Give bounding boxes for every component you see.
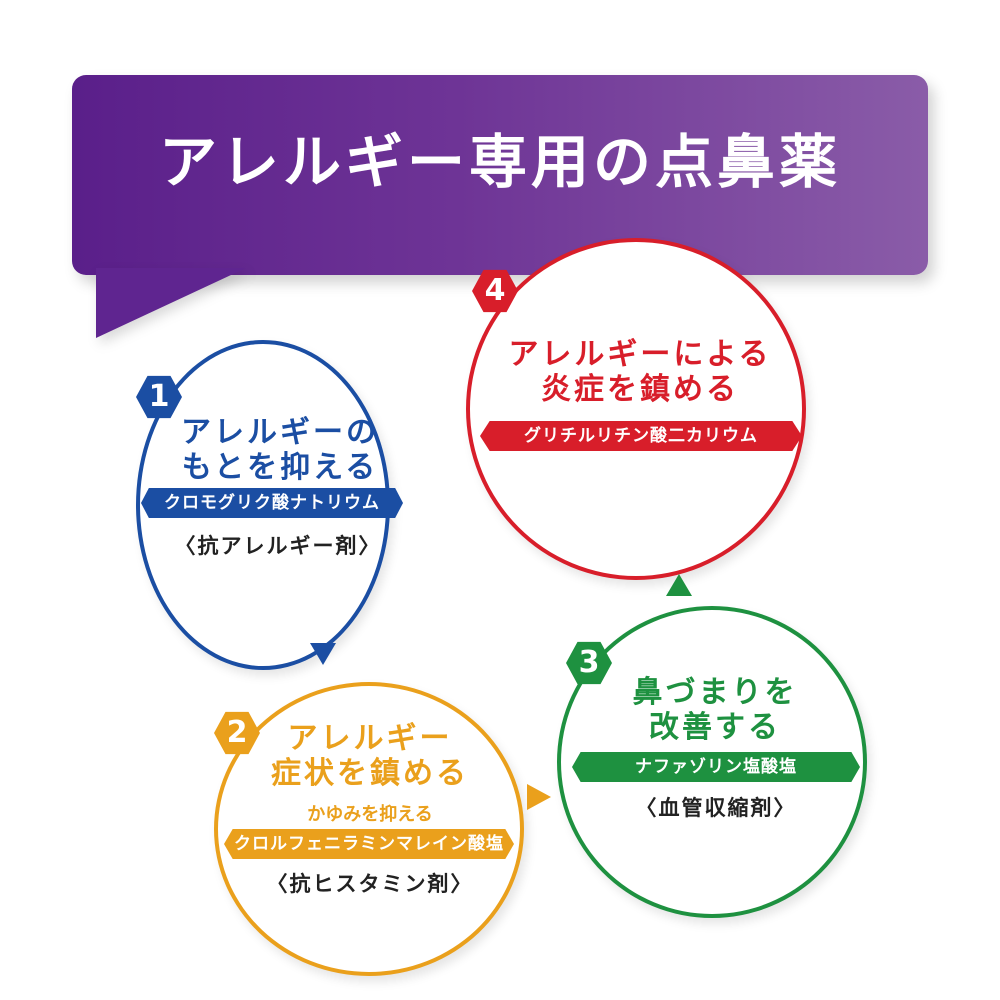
arrow-step2-to-step3 [527,784,551,810]
title-banner [72,75,928,275]
step-2-subtext: かゆみを抑える [307,804,433,825]
step-1-number-badge: 1 [136,375,182,419]
step-3-heading-line2: 改善する [649,709,781,745]
step-2-heading-line1: アレルギー [287,721,453,756]
step-3-category: 〈血管収縮剤〉 [635,796,797,820]
step-4-heading: アレルギーによる 炎症を鎮める [470,337,810,407]
step-3-number-badge: 3 [566,641,612,685]
step-1-heading: アレルギーの もとを抑える [160,415,400,485]
step-1-heading-line1: アレルギーの [181,415,379,450]
page-title: アレルギー専用の点鼻薬 [158,128,841,196]
step-3-ingredient-label: ナファゾリン塩酸塩 [572,752,860,782]
arrow-step1-to-step2 [310,643,336,665]
step-3-heading: 鼻づまりを 改善する [570,675,860,745]
step-2-category: 〈抗ヒスタミン剤〉 [266,872,474,896]
step-1-category: 〈抗アレルギー剤〉 [174,534,382,558]
banner-speech-tail [96,268,246,338]
step-4-ingredient-label: グリチルリチン酸二カリウム [480,421,802,451]
step-1-heading-line2: もとを抑える [181,449,379,485]
step-4-heading-line1: アレルギーによる [508,337,772,372]
step-1-ingredient-label: クロモグリク酸ナトリウム [141,488,403,518]
step-4-heading-line2: 炎症を鎮める [541,371,739,407]
step-2-heading-line2: 症状を鎮める [271,755,469,791]
step-2-ingredient-label: クロルフェニラミンマレイン酸塩 [224,829,514,859]
step-3-heading-line1: 鼻づまりを [632,675,798,710]
arrow-step3-to-step4 [666,574,692,596]
step-4-circle [466,238,806,580]
step-2-heading: アレルギー 症状を鎮める [240,721,500,791]
